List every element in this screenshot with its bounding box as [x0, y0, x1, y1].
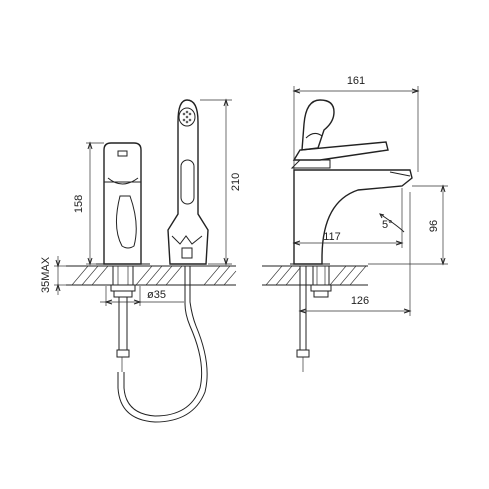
dim-spray-height: 210: [200, 98, 242, 266]
dim-label-96: 96: [428, 220, 440, 232]
lever-handle-side: [301, 99, 335, 151]
countertop-front: [66, 265, 237, 286]
dim-label-210: 210: [230, 173, 242, 191]
countertop-side: [262, 265, 368, 286]
dim-spout-reach-base: 126: [298, 192, 412, 316]
dim-front-height: 158: [73, 141, 104, 266]
mounting-hardware-side: [296, 265, 332, 372]
dim-label-126: 126: [351, 295, 369, 307]
shower-hose: [117, 266, 208, 423]
dim-outlet-height: 96: [368, 184, 448, 266]
dim-spout-reach-top: 117: [292, 188, 404, 248]
dim-counter-thickness: 35MAX: [40, 256, 66, 295]
dim-label-hole: ø35: [147, 289, 166, 301]
dim-label-117: 117: [323, 231, 341, 243]
side-view: 161 117 5° 96: [262, 75, 448, 372]
dim-label-158: 158: [73, 195, 85, 213]
shower-head-front: [167, 99, 209, 265]
spout-side: [290, 141, 413, 265]
countertop-hatching-front: [71, 265, 237, 286]
dim-outlet-angle: 5°: [379, 213, 405, 233]
dim-total-width: 161: [292, 75, 420, 172]
dim-label-angle: 5°: [382, 219, 393, 231]
mixer-body-front: [96, 142, 150, 265]
countertop-hatching-side: [265, 265, 367, 286]
front-view: 158 210 35MAX ø35: [40, 98, 242, 423]
dim-label-161: 161: [347, 75, 365, 87]
dim-hole-diameter: ø35: [100, 286, 184, 306]
dim-label-35max: 35MAX: [40, 256, 52, 293]
mounting-hardware-front: [110, 265, 136, 372]
